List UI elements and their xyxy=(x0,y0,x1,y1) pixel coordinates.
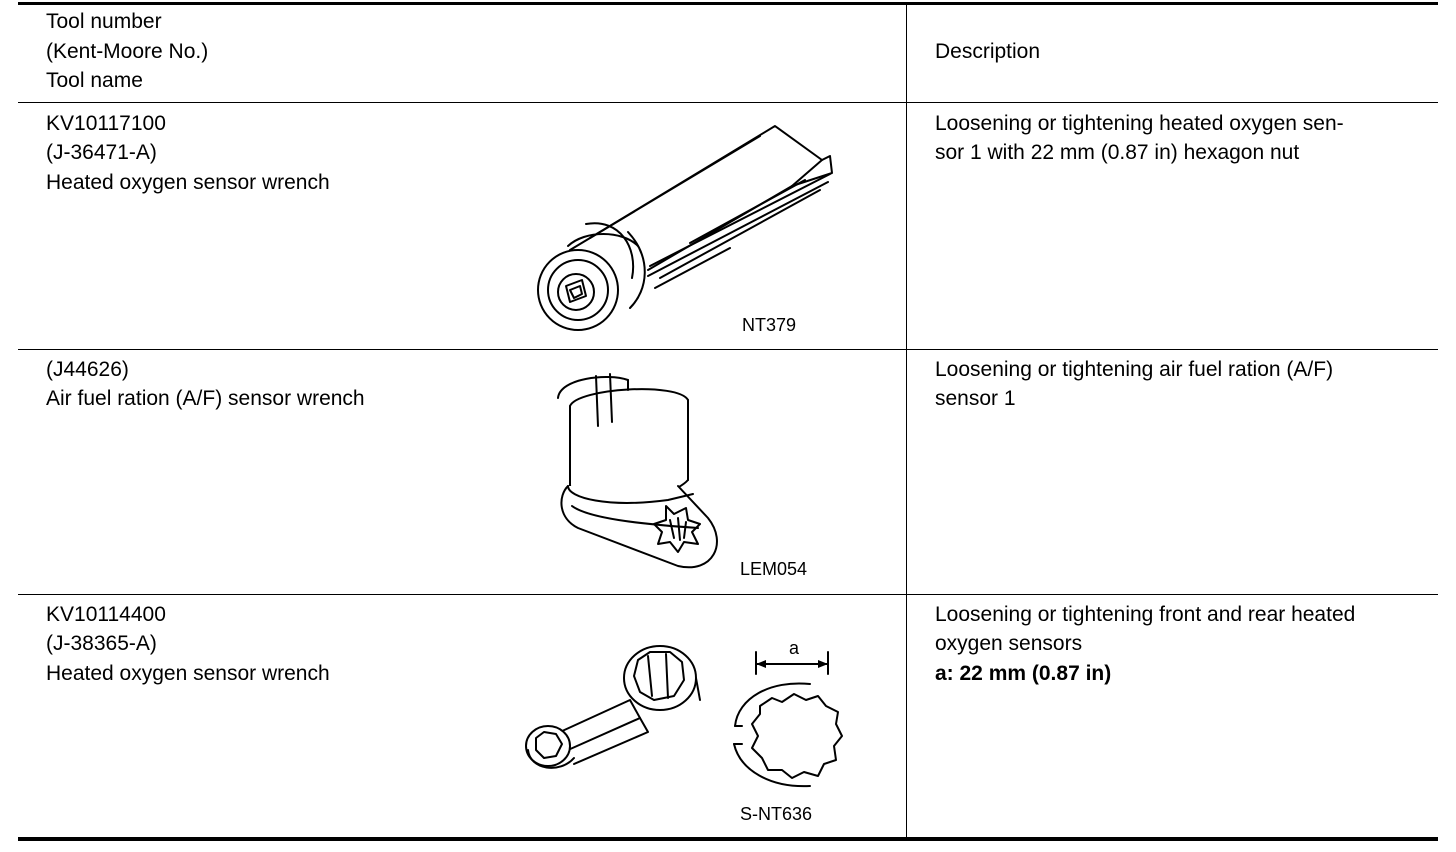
row-divider xyxy=(18,349,1438,350)
row1-tool-number: KV10117100 xyxy=(46,112,166,135)
row1-description-line2: sor 1 with 22 mm (0.87 in) hexagon nut xyxy=(935,141,1300,164)
row-divider xyxy=(18,594,1438,595)
column-divider xyxy=(906,4,907,838)
row1-kent-moore: (J-36471-A) xyxy=(46,141,157,164)
flare-nut-wrench-illustration xyxy=(525,645,843,788)
header-tool-name: Tool name xyxy=(46,69,143,92)
row3-dimension-label: a xyxy=(789,638,800,658)
header-kent-moore: (Kent-Moore No.) xyxy=(46,40,209,63)
row3-tool-name: Heated oxygen sensor wrench xyxy=(46,662,330,685)
socket-wrench-illustration xyxy=(537,125,833,331)
row3-kent-moore: (J-38365-A) xyxy=(46,632,157,655)
row2-description-line2: sensor 1 xyxy=(935,387,1016,410)
header-divider xyxy=(18,102,1438,103)
row2-description-line1: Loosening or tightening air fuel ration … xyxy=(935,358,1334,381)
row3-figure-code: S-NT636 xyxy=(740,804,813,824)
row3-description-line2: oxygen sensors xyxy=(935,632,1083,655)
header-description: Description xyxy=(935,40,1041,63)
row1-tool-name: Heated oxygen sensor wrench xyxy=(46,171,330,194)
header-tool-number: Tool number xyxy=(46,10,162,33)
row1-description-line1: Loosening or tightening heated oxygen se… xyxy=(935,112,1344,135)
row1-figure-code: NT379 xyxy=(742,315,797,335)
row2-kent-moore: (J44626) xyxy=(46,358,129,381)
table-bottom-border xyxy=(18,837,1438,841)
row2-figure-code: LEM054 xyxy=(740,559,808,579)
row3-spec: a: 22 mm (0.87 in) xyxy=(935,662,1112,685)
table-top-border xyxy=(18,2,1438,5)
row3-description-line1: Loosening or tightening front and rear h… xyxy=(935,603,1356,626)
row2-tool-name: Air fuel ration (A/F) sensor wrench xyxy=(46,387,365,410)
row3-tool-number: KV10114400 xyxy=(46,603,166,626)
af-sensor-wrench-illustration xyxy=(557,373,718,569)
